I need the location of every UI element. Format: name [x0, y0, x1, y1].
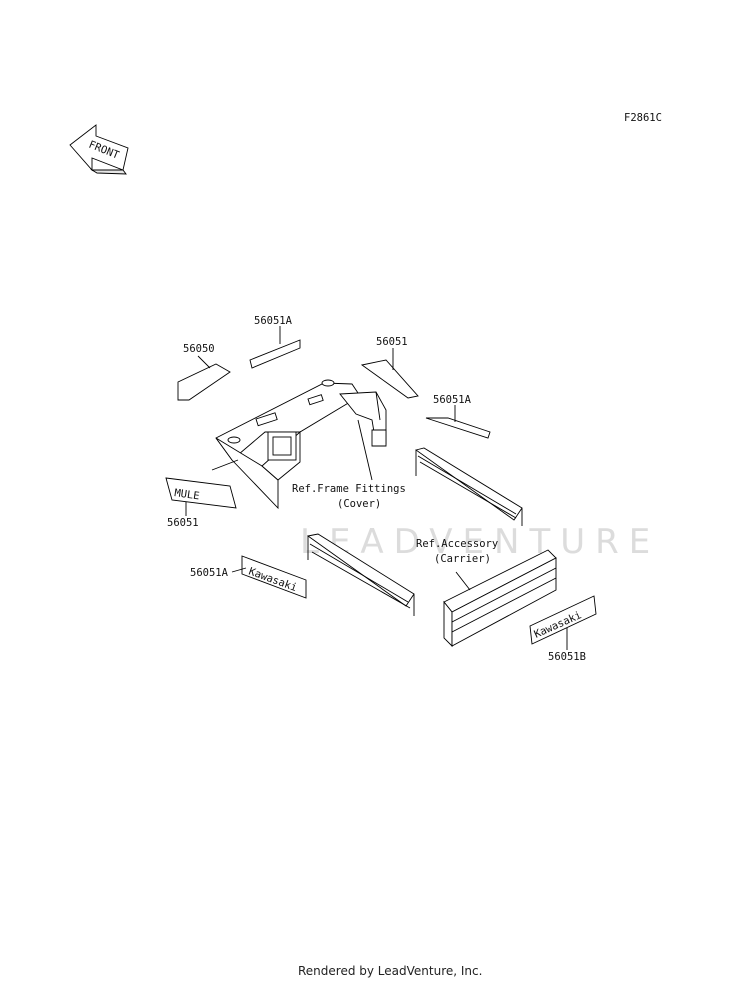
part-label-56051b: 56051B — [548, 651, 586, 663]
kawasaki-decal-left: Kawasaki — [241, 555, 307, 599]
kawasaki-decal-right: Kawasaki — [529, 595, 597, 645]
tailgate-panel — [443, 549, 557, 648]
part-label-56050: 56050 — [183, 343, 215, 355]
rear-cover-body — [215, 379, 387, 510]
decal-56051a-right — [425, 417, 491, 439]
diagram-code: F2861C — [624, 112, 662, 124]
svg-text:MULE: MULE — [174, 487, 201, 502]
front-arrow-icon: FRONT — [69, 124, 129, 175]
decal-56051a-top — [249, 339, 301, 369]
ref-accessory-label-1: Ref.Accessory — [416, 538, 498, 550]
part-label-56051-right: 56051 — [376, 336, 408, 348]
side-gate-right — [414, 447, 523, 526]
side-gate-left — [306, 533, 415, 616]
footer-credit: Rendered by LeadVenture, Inc. — [298, 964, 482, 978]
mule-decal: MULE — [165, 477, 237, 509]
ref-frame-label-1: Ref.Frame Fittings — [292, 483, 406, 495]
ref-frame-label-2: (Cover) — [337, 498, 381, 510]
part-label-56051a-top: 56051A — [254, 315, 293, 327]
decal-56050 — [177, 363, 231, 401]
part-label-56051a-right: 56051A — [433, 394, 472, 406]
decal-56051-right — [360, 359, 419, 399]
part-label-56051-left: 56051 — [167, 517, 199, 529]
part-label-56051a-left: 56051A — [190, 567, 229, 579]
ref-accessory-label-2: (Carrier) — [434, 553, 491, 565]
watermark-text: LEADVENTURE — [300, 522, 660, 562]
